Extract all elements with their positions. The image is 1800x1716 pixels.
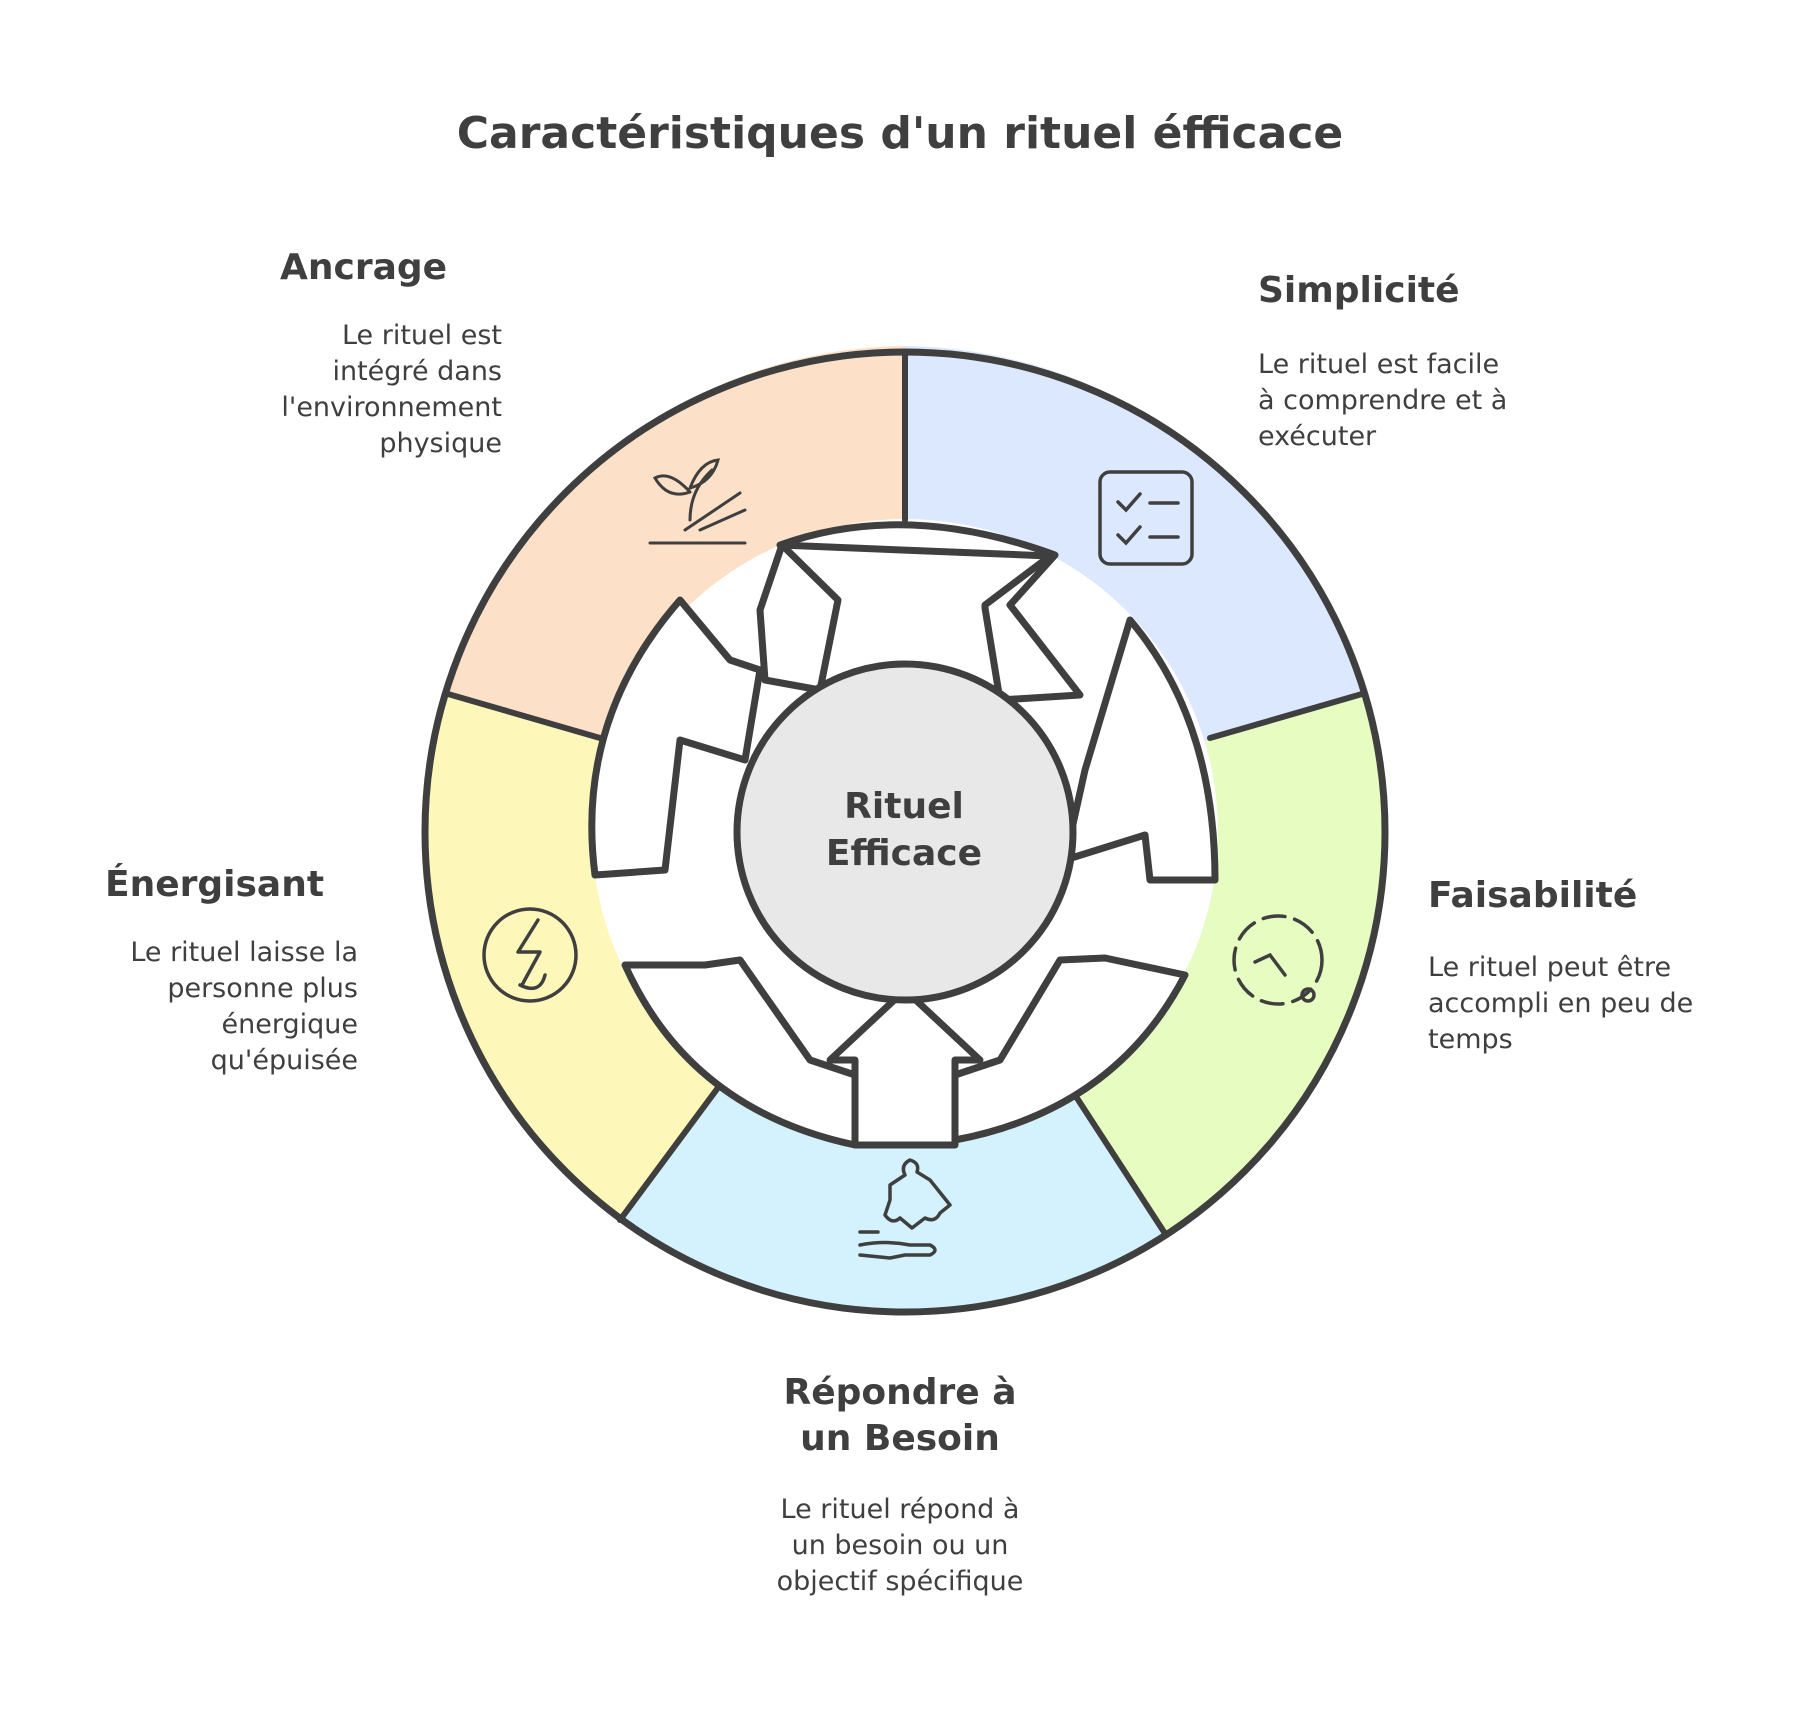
arrow-top — [776, 521, 1084, 704]
heading-besoin-line1: Répondre à — [783, 1372, 1017, 1413]
heading-energisant: Énergisant — [105, 864, 325, 905]
desc-line: objectif spécifique — [776, 1566, 1024, 1597]
desc-line: exécuter — [1258, 421, 1377, 452]
arrow-left — [588, 596, 764, 879]
desc-line: physique — [379, 428, 502, 459]
desc-line: intégré dans — [332, 356, 502, 387]
desc-line: accompli en peu de — [1428, 988, 1694, 1019]
heading-faisabilite: Faisabilité — [1428, 875, 1638, 916]
desc-line: Le rituel laisse la — [130, 937, 358, 968]
desc-line: temps — [1428, 1024, 1513, 1055]
page-title: Caractéristiques d'un rituel éfficace — [456, 108, 1344, 159]
puzzle-hand-icon — [858, 1158, 952, 1260]
heading-simplicite: Simplicité — [1258, 270, 1460, 311]
divider-line — [617, 1082, 723, 1223]
desc-energisant: Le rituel laisse la personne plus énergi… — [60, 935, 358, 1079]
plant-hand-icon — [648, 458, 747, 545]
checklist-icon — [1098, 470, 1194, 566]
desc-line: l'environnement — [281, 392, 502, 423]
desc-faisabilite: Le rituel peut être accompli en peu de t… — [1428, 950, 1758, 1058]
desc-simplicite: Le rituel est facile à comprendre et à e… — [1258, 347, 1578, 455]
desc-line: personne plus — [167, 973, 358, 1004]
desc-line: Le rituel est — [341, 320, 502, 351]
divider-line — [1072, 1092, 1169, 1238]
desc-line: Le rituel peut être — [1428, 952, 1672, 983]
desc-line: un besoin ou un — [791, 1530, 1009, 1561]
arrow-top-left — [756, 541, 842, 694]
center-label: Rituel Efficace — [804, 783, 1004, 877]
desc-line: énergique — [221, 1009, 358, 1040]
desc-line: qu'épuisée — [210, 1045, 358, 1076]
heading-besoin: Répondre à un Besoin — [720, 1370, 1080, 1462]
divider-line — [1207, 691, 1365, 741]
desc-ancrage: Le rituel est intégré dans l'environneme… — [240, 318, 502, 462]
desc-line: à comprendre et à — [1258, 385, 1508, 416]
center-circle — [733, 660, 1077, 1004]
heading-ancrage: Ancrage — [280, 247, 448, 288]
divider-line — [445, 691, 603, 741]
timer-icon — [1232, 914, 1324, 1006]
center-label-line2: Efficace — [825, 833, 983, 874]
arrow-right — [1061, 616, 1219, 884]
desc-line: Le rituel est facile — [1258, 349, 1500, 380]
center-label-line1: Rituel — [844, 786, 964, 827]
desc-besoin: Le rituel répond à un besoin ou un objec… — [720, 1492, 1080, 1600]
energy-icon — [482, 907, 578, 1003]
arrow-bottom-up — [826, 986, 984, 1149]
desc-line: Le rituel répond à — [780, 1494, 1020, 1525]
heading-besoin-line2: un Besoin — [800, 1418, 1000, 1459]
